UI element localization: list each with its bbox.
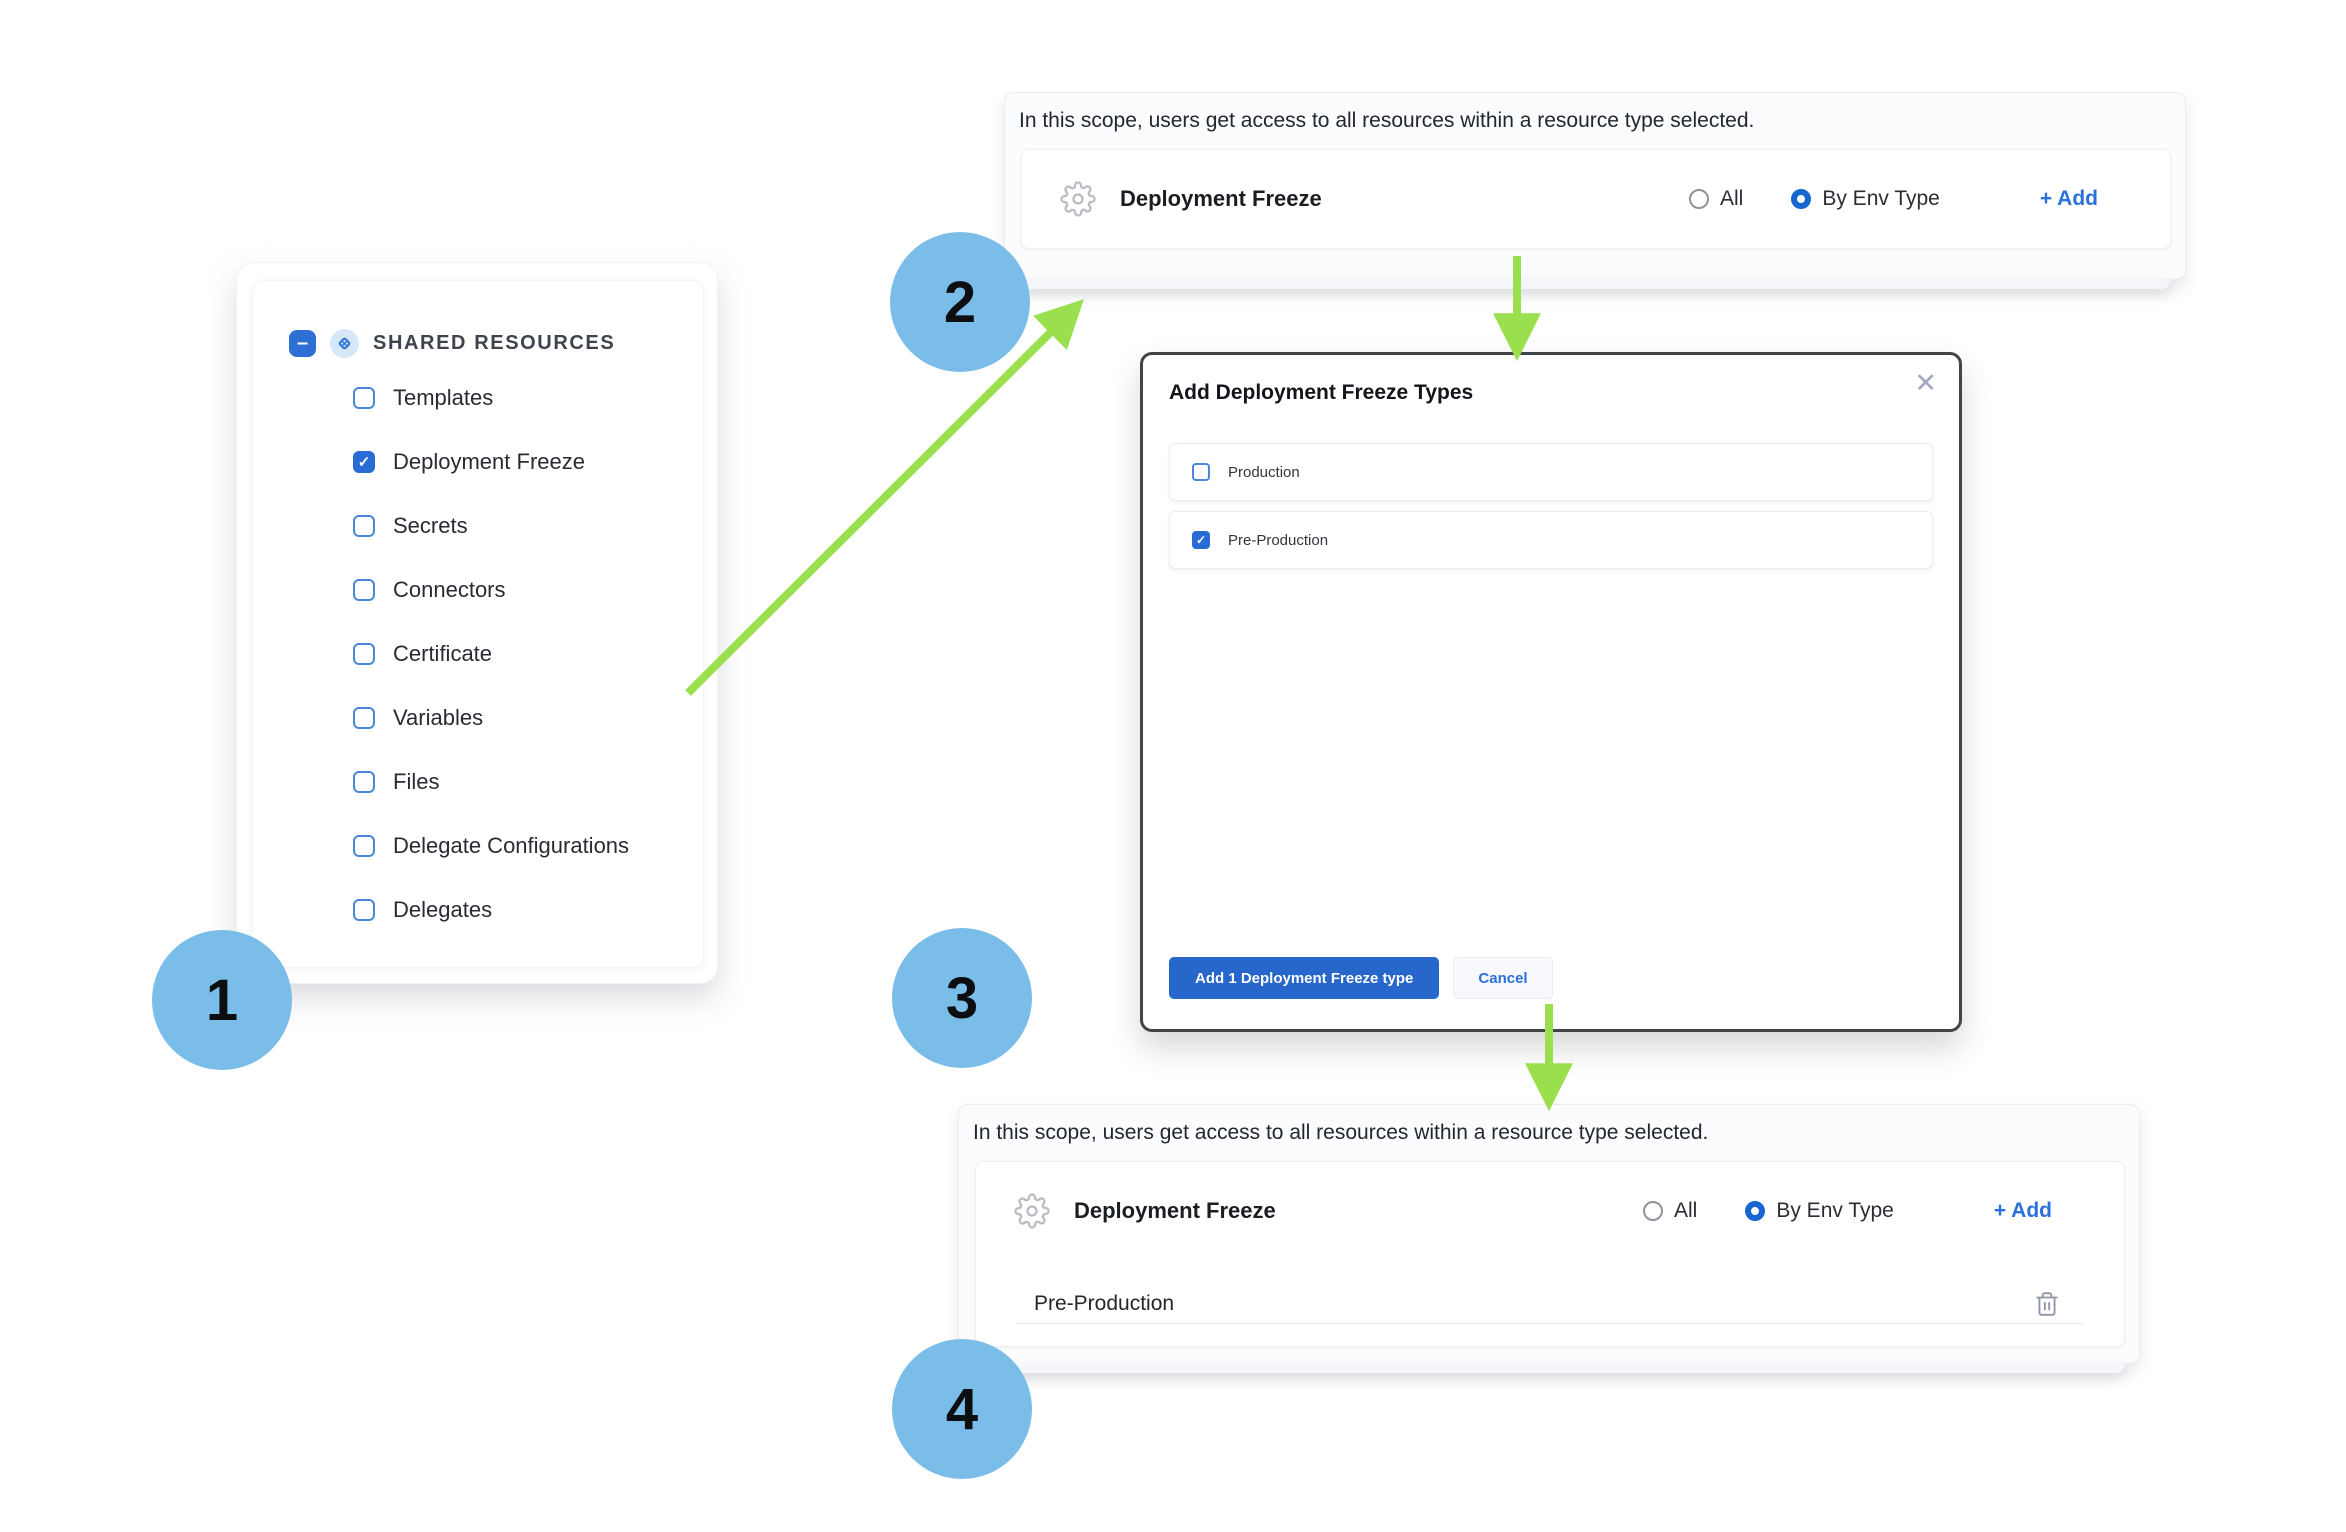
- shared-resources-header: – SHARED RESOURCES: [289, 329, 615, 358]
- sidebar-item-delegate-configurations[interactable]: Delegate Configurations: [353, 833, 630, 858]
- option-row-pre-production[interactable]: ✓ Pre-Production: [1169, 511, 1933, 569]
- step-badge-3: 3: [892, 928, 1032, 1068]
- sidebar-item-delegates[interactable]: Delegates: [353, 897, 629, 922]
- radio-by-env-type[interactable]: [1745, 1201, 1766, 1221]
- resource-row-card: Deployment Freeze All By Env Type + Add: [1021, 149, 2171, 249]
- scope-panel-bottom: In this scope, users get access to all r…: [958, 1104, 2140, 1373]
- radio-by-env-type[interactable]: [1791, 189, 1812, 209]
- option-label: Pre-Production: [1228, 531, 1329, 549]
- checkbox-certificate[interactable]: [353, 643, 375, 665]
- radio-by-env-type-label: By Env Type: [1822, 187, 1940, 210]
- shared-resources-title: SHARED RESOURCES: [373, 332, 616, 354]
- add-deployment-freeze-types-modal: Add Deployment Freeze Types ✕ Production…: [1140, 352, 1962, 1032]
- step-badge-4: 4: [892, 1339, 1032, 1479]
- scope-panel-top: In this scope, users get access to all r…: [1004, 92, 2186, 289]
- radio-all-label: All: [1674, 1199, 1698, 1222]
- deployment-freeze-row: Deployment Freeze All By Env Type + Add: [1022, 150, 2170, 248]
- sidebar-item-label: Delegate Configurations: [393, 833, 630, 858]
- step-number: 4: [945, 1376, 979, 1442]
- shared-resources-icon: [330, 329, 359, 358]
- trash-icon[interactable]: [2034, 1291, 2060, 1317]
- shared-resources-card: – SHARED RESOURCES Templates ✓ Deploymen…: [252, 280, 704, 968]
- row-divider: [1016, 1323, 2084, 1324]
- sidebar-item-label: Secrets: [393, 513, 468, 538]
- step-badge-2: 2: [890, 232, 1030, 372]
- step-badge-1: 1: [152, 930, 292, 1070]
- sidebar-item-label: Connectors: [393, 577, 506, 602]
- step-number: 3: [945, 965, 979, 1031]
- sidebar-item-label: Deployment Freeze: [393, 449, 585, 474]
- resource-type-list: Templates ✓ Deployment Freeze Secrets Co…: [353, 385, 630, 922]
- option-row-production[interactable]: Production: [1169, 443, 1933, 501]
- checkbox-production[interactable]: [1192, 463, 1210, 481]
- freeze-type-options: Production ✓ Pre-Production: [1169, 443, 1933, 569]
- add-link[interactable]: + Add: [1993, 1199, 2052, 1222]
- sidebar-item-certificate[interactable]: Certificate: [353, 641, 629, 666]
- sidebar-item-label: Files: [393, 769, 440, 794]
- checkbox-templates[interactable]: [353, 387, 375, 409]
- gear-icon: [1014, 1193, 1050, 1229]
- scope-description: In this scope, users get access to all r…: [973, 1121, 1709, 1144]
- add-deployment-freeze-type-button[interactable]: Add 1 Deployment Freeze type: [1169, 957, 1440, 999]
- sidebar-item-deployment-freeze[interactable]: ✓ Deployment Freeze: [353, 449, 629, 474]
- resource-row-card: Deployment Freeze All By Env Type + Add …: [975, 1161, 2125, 1347]
- modal-title: Add Deployment Freeze Types: [1169, 381, 1474, 404]
- checkbox-variables[interactable]: [353, 707, 375, 729]
- resource-type-label: Deployment Freeze: [1074, 1198, 1276, 1223]
- checkbox-delegate-configurations[interactable]: [353, 835, 375, 857]
- close-icon[interactable]: ✕: [1914, 365, 1937, 403]
- sidebar-item-templates[interactable]: Templates: [353, 385, 629, 410]
- add-link[interactable]: + Add: [2039, 187, 2098, 210]
- sidebar-item-label: Variables: [393, 705, 484, 730]
- selected-type-row: Pre-Production: [976, 1260, 2124, 1348]
- checkbox-secrets[interactable]: [353, 515, 375, 537]
- sidebar-item-connectors[interactable]: Connectors: [353, 577, 629, 602]
- sidebar-item-label: Certificate: [393, 641, 493, 666]
- checkbox-connectors[interactable]: [353, 579, 375, 601]
- modal-footer: Add 1 Deployment Freeze type Cancel: [1169, 957, 1553, 999]
- arrow-sidebar-to-top-panel: [685, 299, 1084, 696]
- collapse-button[interactable]: –: [289, 330, 316, 357]
- checkbox-pre-production[interactable]: ✓: [1192, 531, 1210, 549]
- option-label: Production: [1228, 463, 1300, 481]
- radio-all[interactable]: [1689, 189, 1709, 209]
- checkbox-delegates[interactable]: [353, 899, 375, 921]
- scope-description: In this scope, users get access to all r…: [1019, 109, 1755, 132]
- check-icon: ✓: [357, 454, 371, 471]
- selected-type-label: Pre-Production: [1034, 1292, 1175, 1315]
- deployment-freeze-row: Deployment Freeze All By Env Type + Add: [976, 1162, 2124, 1260]
- checkbox-deployment-freeze[interactable]: ✓: [353, 451, 375, 473]
- sidebar-item-secrets[interactable]: Secrets: [353, 513, 629, 538]
- gear-icon: [1060, 181, 1096, 217]
- radio-all-label: All: [1720, 187, 1744, 210]
- check-icon: ✓: [1195, 533, 1207, 547]
- sidebar-item-files[interactable]: Files: [353, 769, 629, 794]
- sidebar-item-variables[interactable]: Variables: [353, 705, 629, 730]
- minus-icon: –: [296, 331, 309, 354]
- sidebar-item-label: Delegates: [393, 897, 493, 922]
- sidebar-item-label: Templates: [393, 385, 494, 410]
- cancel-button[interactable]: Cancel: [1453, 957, 1553, 999]
- step-number: 1: [205, 967, 239, 1033]
- radio-all[interactable]: [1643, 1201, 1663, 1221]
- resource-type-label: Deployment Freeze: [1120, 186, 1322, 211]
- checkbox-files[interactable]: [353, 771, 375, 793]
- radio-by-env-type-label: By Env Type: [1776, 1199, 1894, 1222]
- step-number: 2: [943, 269, 977, 335]
